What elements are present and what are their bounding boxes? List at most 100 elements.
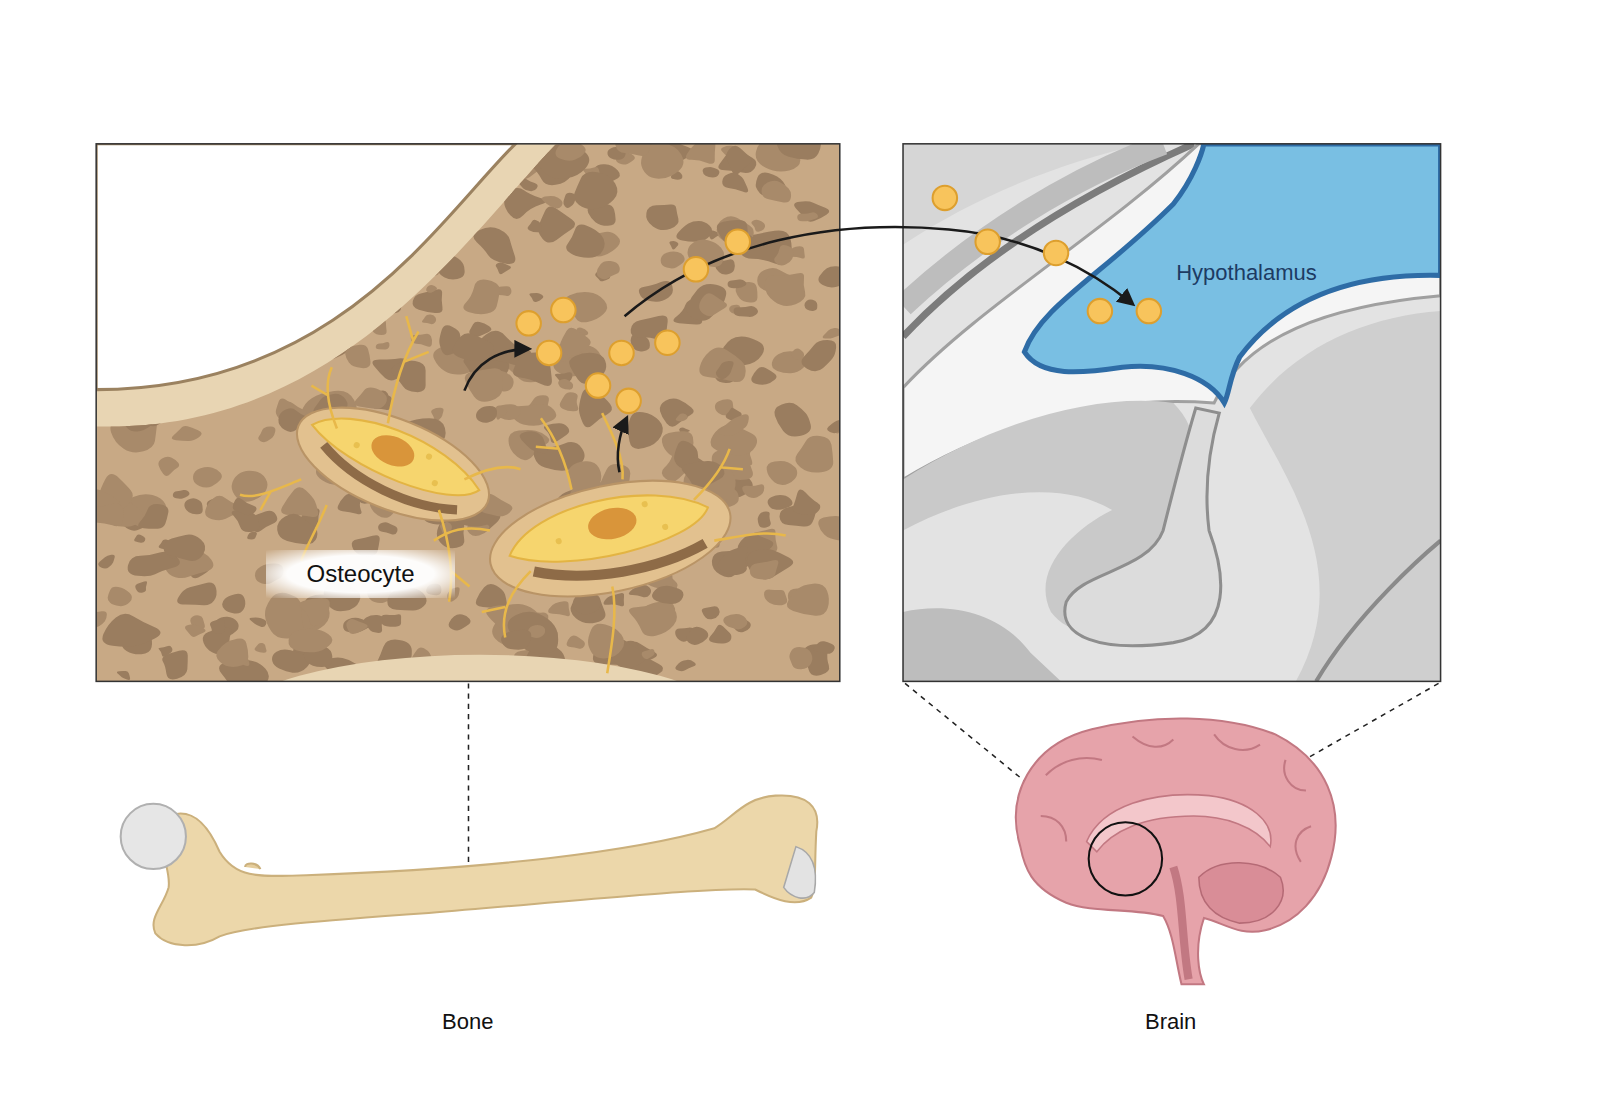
trabecula xyxy=(529,293,543,302)
trabecula xyxy=(106,292,129,309)
trabecula xyxy=(528,220,542,233)
trabecula xyxy=(272,649,310,672)
trabecula xyxy=(369,283,403,313)
trabecula xyxy=(391,255,411,272)
trabecula xyxy=(326,275,358,305)
trabecula xyxy=(716,361,734,379)
femur xyxy=(121,795,818,945)
trabecula xyxy=(496,263,511,275)
trabecula xyxy=(652,586,683,604)
trabecula xyxy=(96,385,109,406)
signal-particles xyxy=(516,186,1161,413)
trabecula xyxy=(240,158,276,185)
trabecula xyxy=(797,212,818,221)
trabecula xyxy=(453,333,494,361)
trabecula xyxy=(239,241,272,270)
trabecula xyxy=(469,144,489,159)
trabecula xyxy=(323,198,363,220)
trabecula xyxy=(762,181,792,203)
trabecula xyxy=(687,284,727,321)
trabecula xyxy=(734,306,758,317)
trabecula xyxy=(246,268,285,292)
caption-label: Bone xyxy=(442,1009,493,1035)
trabecula xyxy=(823,328,840,339)
trabecula xyxy=(555,144,585,161)
trabecula xyxy=(764,590,787,606)
trabecula xyxy=(380,614,401,627)
trabecula xyxy=(504,188,546,219)
trabecula xyxy=(145,362,160,370)
trabecula xyxy=(661,252,685,269)
trabecula xyxy=(177,583,216,606)
trabecula xyxy=(794,201,829,221)
trabecula xyxy=(675,660,695,671)
trabecula xyxy=(563,193,576,208)
trabecula xyxy=(253,309,270,326)
trabecula xyxy=(615,144,651,156)
trabecula xyxy=(223,177,246,196)
trabecula xyxy=(198,206,210,221)
trabecula xyxy=(728,279,747,288)
trabecula xyxy=(113,179,148,202)
trabecula xyxy=(171,364,203,397)
trabecula xyxy=(147,342,186,364)
trabecula xyxy=(243,283,282,311)
trabecula xyxy=(348,144,382,163)
trabecula xyxy=(686,627,708,645)
trabecula xyxy=(723,614,747,630)
trabecula xyxy=(454,180,467,193)
trabecula xyxy=(235,380,253,392)
trabecula xyxy=(795,436,833,473)
trabecula xyxy=(110,337,122,346)
trabecula xyxy=(751,367,776,385)
trabecula xyxy=(291,270,338,306)
trabecula xyxy=(818,516,839,541)
trabecula xyxy=(751,220,765,232)
trabecula xyxy=(827,419,840,433)
trabecula xyxy=(376,342,390,350)
trabecula xyxy=(261,322,291,338)
trabecula xyxy=(629,603,677,637)
trabecula xyxy=(365,316,386,335)
trabecula xyxy=(646,204,678,230)
trabecula xyxy=(222,594,245,614)
trabecula xyxy=(224,330,275,371)
caption-label: Brain xyxy=(1145,1009,1196,1035)
trabecula xyxy=(173,490,190,499)
trabecula xyxy=(141,406,168,426)
trabecula xyxy=(325,222,342,234)
trabecula xyxy=(200,198,244,232)
trabecula xyxy=(560,328,591,356)
trabecula xyxy=(473,227,515,264)
trabecula xyxy=(96,503,123,526)
trabecula xyxy=(426,285,437,293)
trabecula xyxy=(792,349,804,360)
trabecula xyxy=(628,412,663,449)
trabecula xyxy=(256,146,297,173)
trabecula xyxy=(660,398,694,426)
trabecula xyxy=(350,195,375,211)
trabecula xyxy=(271,278,308,300)
trabecula xyxy=(258,427,275,443)
trabecula xyxy=(96,611,107,627)
trabecula xyxy=(548,601,570,616)
trabecula xyxy=(299,598,330,626)
trabecula xyxy=(718,547,748,575)
trabecula xyxy=(233,498,257,516)
trabecula xyxy=(278,263,317,299)
trabecula xyxy=(742,484,764,498)
trabecula xyxy=(465,368,503,401)
trabecula xyxy=(262,207,300,237)
trabecula xyxy=(676,221,712,242)
trabecula xyxy=(686,144,715,164)
node-text: Hypothalamus xyxy=(1176,260,1317,286)
trabecula xyxy=(202,330,221,345)
trabecula xyxy=(363,615,382,633)
trabecula xyxy=(722,173,748,193)
trabecula xyxy=(703,167,720,177)
brain-panel xyxy=(903,144,1441,682)
trabecula xyxy=(250,618,267,627)
trabecula xyxy=(588,624,624,659)
trabecula xyxy=(210,160,239,181)
trabecula xyxy=(185,624,206,637)
